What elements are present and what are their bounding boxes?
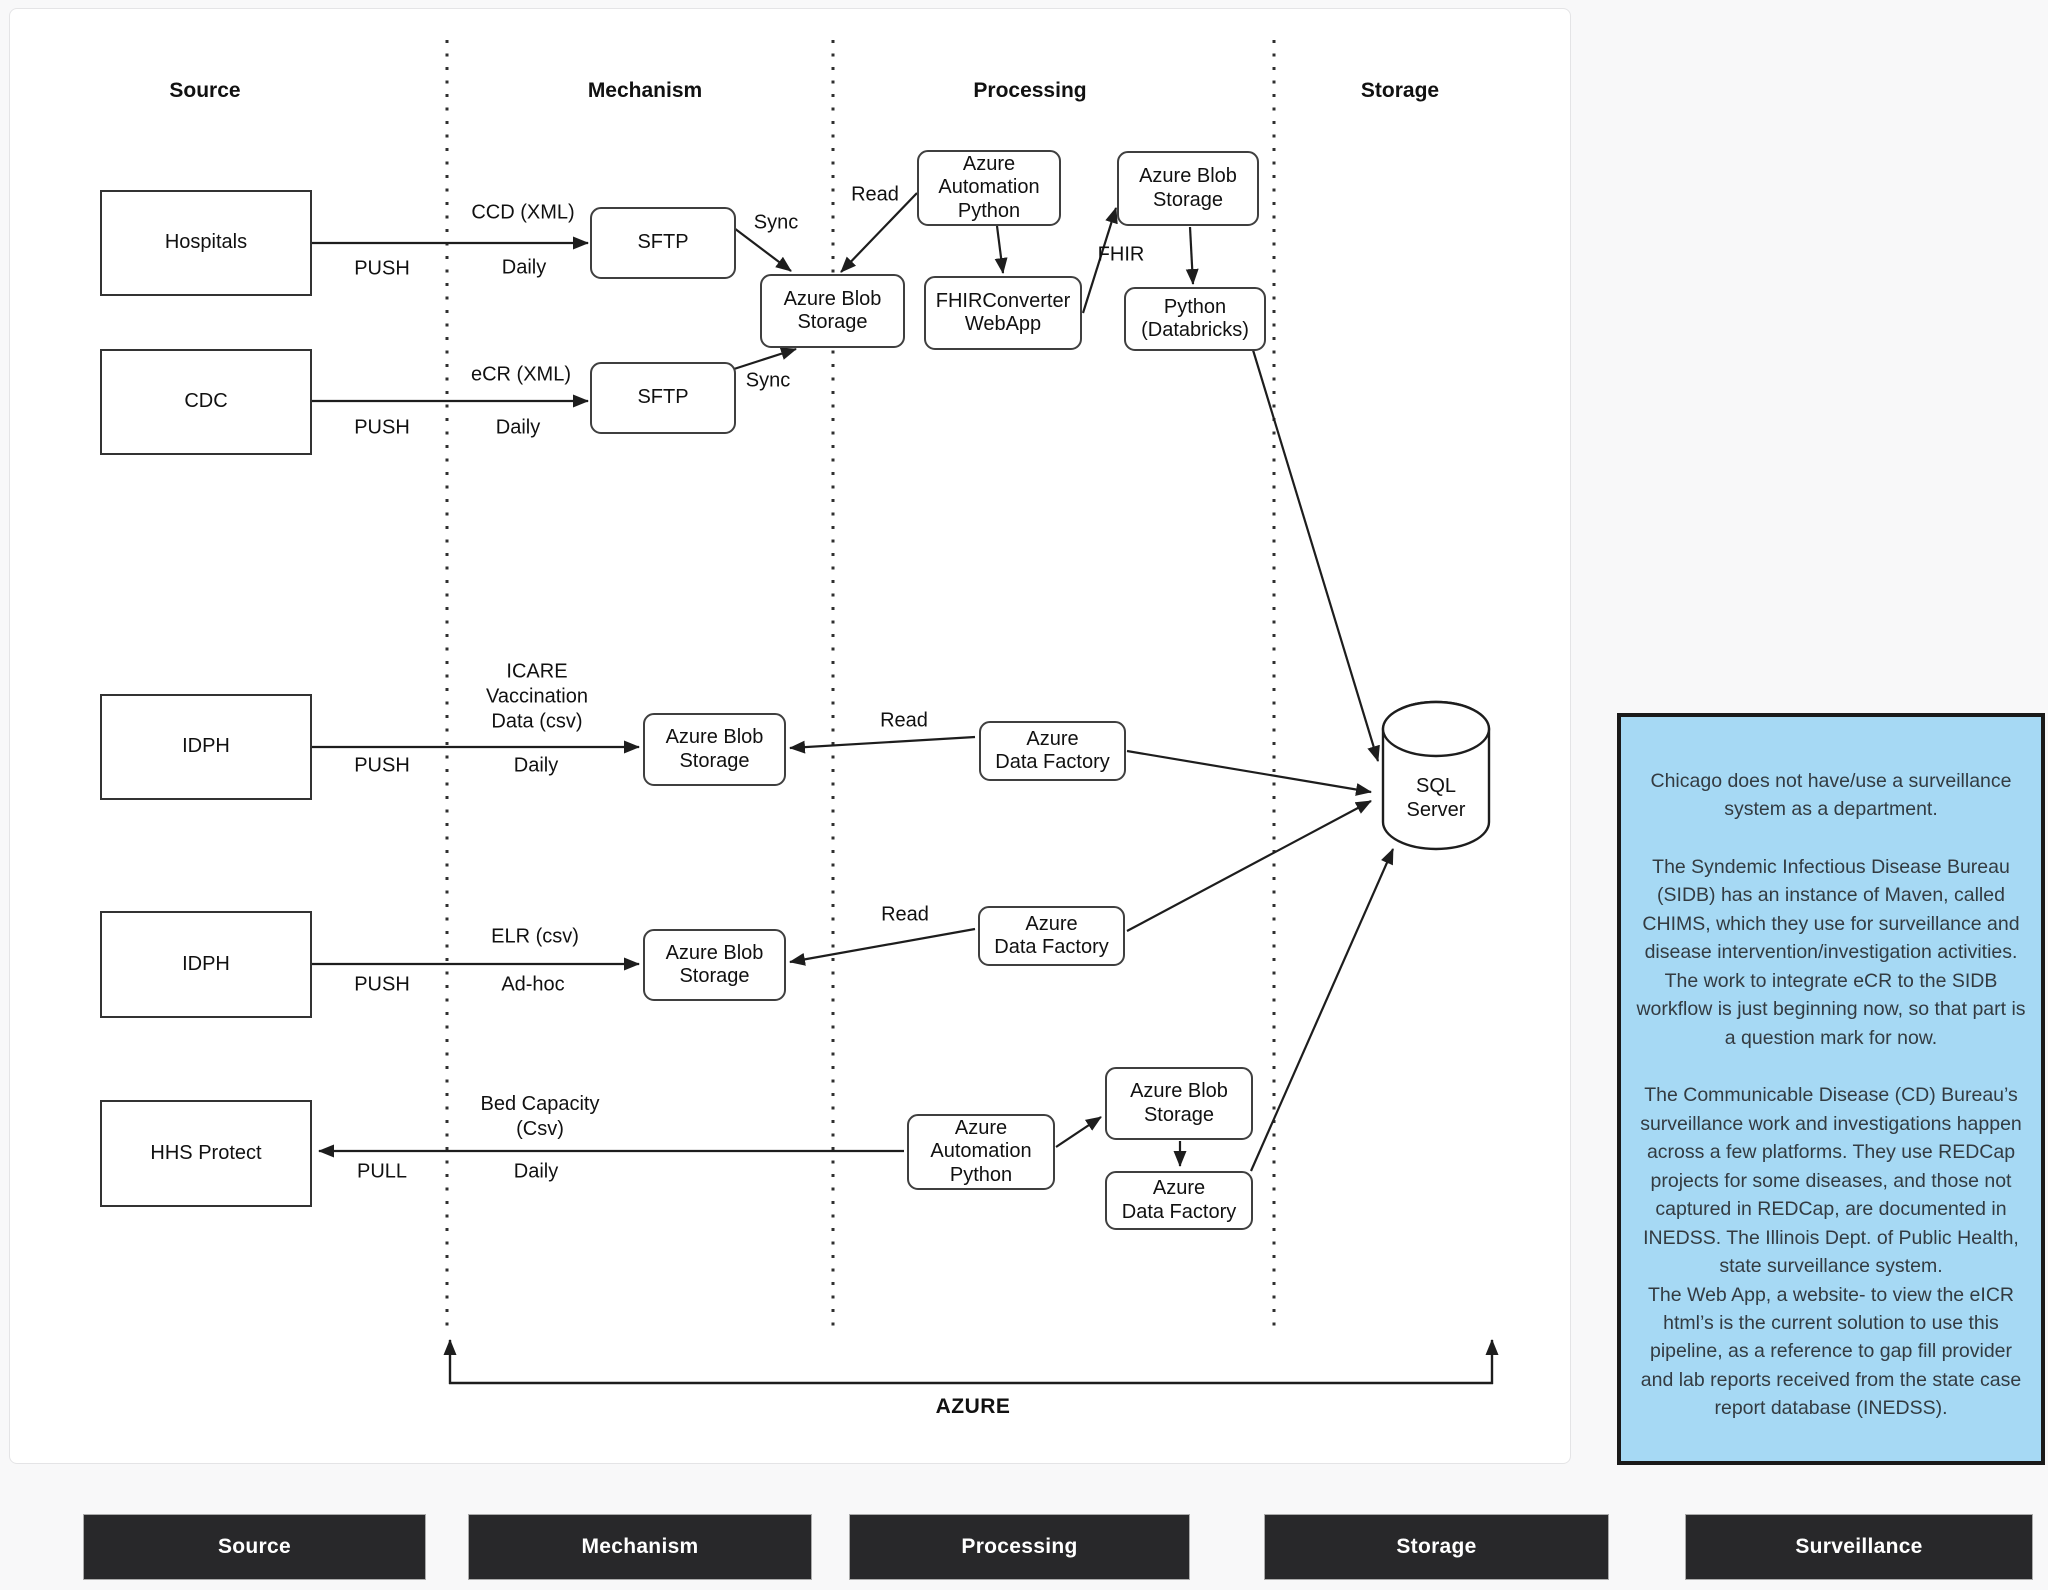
note-paragraph: Chicago does not have/use a surveillance…	[1650, 770, 2012, 821]
column-header-processing: Processing	[973, 79, 1087, 102]
node-blob-bottom: Azure Blob Storage	[1105, 1067, 1253, 1140]
edge-label-daily-2: Daily	[495, 416, 541, 439]
node-blob-elr: Azure Blob Storage	[643, 929, 786, 1001]
node-adf-icare: Azure Data Factory	[979, 721, 1126, 781]
node-blob-ecr: Azure Blob Storage	[760, 274, 905, 348]
edge-label-push-4: PUSH	[354, 973, 410, 996]
edge-label-sync-2: Sync	[745, 369, 791, 392]
sql-server-label: SQL Server	[1406, 775, 1466, 821]
node-sftp-ecr: SFTP	[590, 362, 736, 434]
legend-bar-surveillance: Surveillance	[1685, 1514, 2033, 1580]
node-cdc: CDC	[100, 349, 312, 455]
column-header-source: Source	[169, 79, 241, 102]
edge-label-daily-1: Daily	[501, 256, 547, 279]
edge-label-fhir: FHIR	[1097, 243, 1145, 266]
edge-label-ecr-xml: eCR (XML)	[470, 363, 572, 386]
node-adf-bottom: Azure Data Factory	[1105, 1171, 1253, 1230]
legend-bar-storage: Storage	[1264, 1514, 1609, 1580]
edge-label-push-1: PUSH	[354, 257, 410, 280]
surveillance-note: Chicago does not have/use a surveillance…	[1617, 713, 2045, 1465]
node-fhir-converter: FHIRConverter WebApp	[924, 276, 1082, 350]
edge-label-daily-4: Daily	[513, 1160, 559, 1183]
node-automation-bottom: Azure Automation Python	[907, 1114, 1055, 1190]
node-idph-icare: IDPH	[100, 694, 312, 800]
edge-label-push-2: PUSH	[354, 416, 410, 439]
node-databricks: Python (Databricks)	[1124, 287, 1266, 351]
legend-bar-processing: Processing	[849, 1514, 1190, 1580]
column-header-mechanism: Mechanism	[587, 79, 703, 102]
edge-label-read-elr: Read	[881, 903, 929, 926]
note-paragraph: The Web App, a website- to view the eICR…	[1640, 1283, 2022, 1420]
node-automation-top: Azure Automation Python	[917, 150, 1061, 226]
legend-bar-source: Source	[83, 1514, 426, 1580]
edge-label-icare: ICARE Vaccination Data (csv)	[486, 660, 588, 733]
note-paragraph: The Syndemic Infectious Disease Bureau (…	[1636, 855, 2026, 1049]
edge-label-pull: PULL	[356, 1160, 408, 1183]
edge-label-daily-3: Daily	[513, 754, 559, 777]
legend-bar-mechanism: Mechanism	[468, 1514, 812, 1580]
node-hhs-protect: HHS Protect	[100, 1100, 312, 1207]
edge-label-read-top: Read	[851, 183, 899, 206]
node-blob-fhir: Azure Blob Storage	[1117, 151, 1259, 226]
azure-bracket-label: AZURE	[935, 1395, 1011, 1418]
note-paragraph: The Communicable Disease (CD) Bureau’s s…	[1640, 1084, 2022, 1278]
node-adf-elr: Azure Data Factory	[978, 906, 1125, 966]
node-idph-elr: IDPH	[100, 911, 312, 1018]
column-header-storage: Storage	[1360, 79, 1440, 102]
edge-label-ccd-xml: CCD (XML)	[471, 201, 575, 224]
edge-label-bed-capacity: Bed Capacity (Csv)	[480, 1093, 600, 1140]
node-sftp-ccd: SFTP	[590, 207, 736, 279]
edge-label-adhoc: Ad-hoc	[501, 973, 565, 996]
edge-label-sync-1: Sync	[753, 211, 799, 234]
edge-label-elr-csv: ELR (csv)	[491, 925, 579, 948]
edge-label-read-icare: Read	[880, 709, 928, 732]
node-hospitals: Hospitals	[100, 190, 312, 296]
edge-label-push-3: PUSH	[354, 754, 410, 777]
node-blob-icare: Azure Blob Storage	[643, 713, 786, 786]
